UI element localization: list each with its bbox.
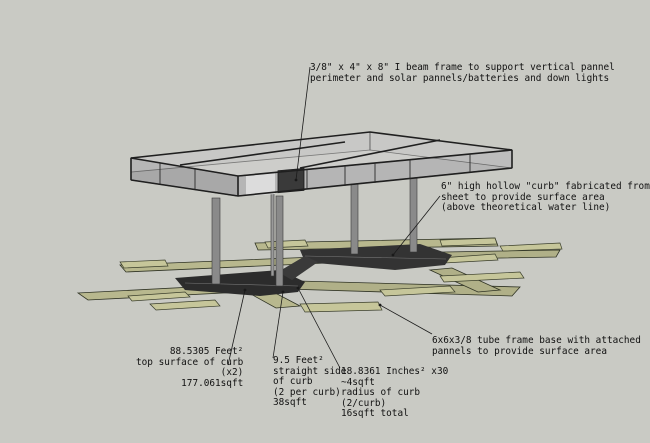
panel	[379, 285, 456, 297]
panel	[127, 291, 191, 302]
leader-lines	[227, 66, 441, 369]
leader-top-surface-end	[243, 288, 247, 292]
leader-straight-side	[272, 291, 284, 359]
panel	[439, 271, 525, 283]
structure-illustration	[76, 66, 563, 369]
post-back-right	[409, 173, 418, 253]
rail-mid	[179, 141, 346, 166]
rail-mid	[299, 139, 441, 169]
leader-ibeam-end	[294, 178, 298, 182]
wall-front-panel	[246, 173, 275, 196]
panel	[299, 301, 383, 313]
equipment-box	[277, 167, 305, 194]
leader-tube-base-end	[378, 303, 382, 307]
panel	[119, 259, 169, 269]
diagram-canvas: 3/8" x 4" x 8" I beam frame to support v…	[76, 62, 650, 420]
panel	[149, 299, 221, 311]
annotation-top-surface: 88.5305 Feet² top surface of curb (x2) 1…	[136, 346, 244, 389]
panel	[439, 237, 498, 247]
leader-ibeam	[295, 66, 311, 181]
annotation-radius: 18.8361 Inches² x30 ~4sqft radius of cur…	[341, 366, 449, 420]
post-hidden	[270, 185, 275, 277]
leader-curb-end	[391, 253, 395, 257]
leader-top-surface	[227, 289, 246, 366]
post-front-mid	[275, 195, 284, 287]
annotation-curb: 6" high hollow "curb" fabricated from sh…	[441, 181, 650, 214]
post-back-mid	[350, 181, 359, 255]
panel	[499, 242, 563, 252]
curb-edge	[304, 255, 447, 260]
curb-link	[278, 256, 318, 280]
leader-straight-side-end	[281, 290, 285, 294]
leader-tube-base	[379, 304, 433, 335]
annotation-ibeam-frame: 3/8" x 4" x 8" I beam frame to support v…	[310, 62, 615, 84]
leader-radius	[297, 287, 341, 369]
annotation-tube-base: 6x6x3/8 tube frame base with attached pa…	[432, 335, 641, 357]
i-beam-frame	[130, 131, 513, 197]
leader-radius-end	[296, 286, 300, 290]
curb-front	[175, 270, 305, 296]
post-front-left	[211, 197, 221, 285]
rail-top-back	[130, 131, 513, 159]
leader-curb	[392, 195, 441, 256]
base-panels	[119, 237, 563, 313]
support-posts	[211, 173, 418, 287]
annotation-straight-side: 9.5 Feet² straight side of curb (2 per c…	[273, 355, 347, 409]
